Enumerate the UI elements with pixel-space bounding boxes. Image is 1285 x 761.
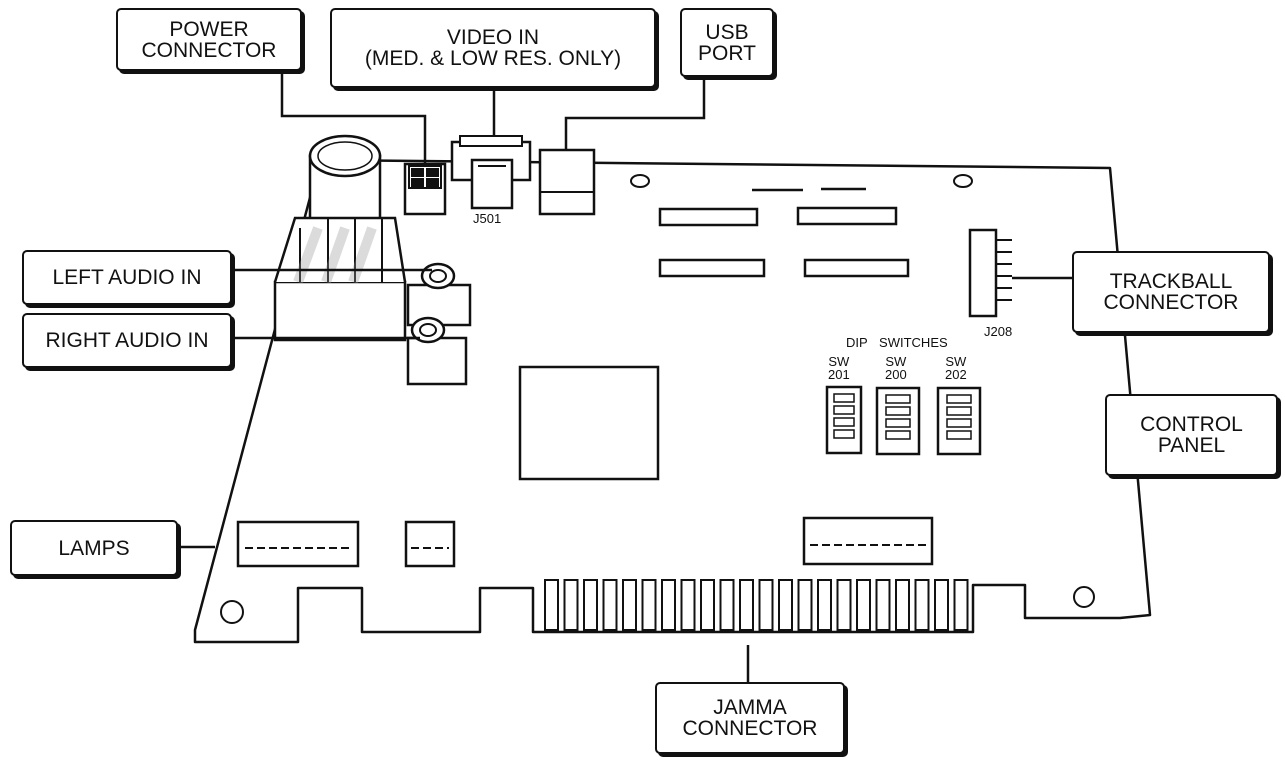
jamma-finger — [700, 579, 715, 631]
jamma-finger — [544, 579, 559, 631]
mounting-hole — [630, 174, 650, 188]
jamma-finger — [739, 579, 754, 631]
jamma-finger — [661, 579, 676, 631]
lamp-connector-large — [236, 520, 360, 568]
jamma-finger — [934, 579, 949, 631]
jamma-finger — [856, 579, 871, 631]
control-panel-connector — [802, 516, 934, 566]
left-audio-in-label: LEFT AUDIO IN — [22, 250, 232, 305]
dip-switch-201 — [825, 385, 863, 455]
power-connector-part — [403, 162, 447, 216]
jamma-finger — [836, 579, 852, 631]
mounting-hole — [953, 174, 973, 188]
video-connector-part — [450, 135, 532, 210]
jamma-finger — [875, 579, 891, 631]
trackball-connector-part — [968, 228, 1012, 318]
header-strips — [658, 187, 910, 278]
jamma-finger — [895, 579, 910, 631]
jamma-finger — [778, 579, 793, 631]
mounting-hole — [220, 600, 244, 624]
jamma-finger — [622, 579, 637, 631]
dip-switch-200 — [875, 386, 921, 456]
dip-switch-202 — [936, 386, 982, 456]
jamma-finger — [602, 579, 618, 631]
heat-sink — [273, 216, 407, 342]
jamma-finger — [563, 579, 579, 631]
right-audio-in-label: RIGHT AUDIO IN — [22, 313, 232, 368]
main-chip — [518, 365, 660, 481]
j208-silkscreen: J208 — [984, 324, 1013, 339]
leader-lines — [178, 71, 1072, 682]
jamma-finger — [641, 579, 657, 631]
lamp-connector-small — [404, 520, 456, 568]
dip-switches-silkscreen: DIP SWITCHES — [846, 335, 948, 350]
jamma-finger — [797, 579, 813, 631]
j501-silkscreen: J501 — [473, 211, 502, 226]
audio-jack-right — [406, 316, 468, 386]
lamps-label: LAMPS — [10, 520, 178, 576]
jamma-finger — [583, 579, 598, 631]
jamma-finger — [758, 579, 774, 631]
video-in-label: VIDEO IN(MED. & LOW RES. ONLY) — [330, 8, 656, 88]
usb-port-part — [538, 148, 596, 216]
mounting-hole — [1073, 586, 1095, 608]
jamma-edge-fingers — [544, 579, 969, 631]
jamma-finger — [680, 579, 696, 631]
jamma-finger — [953, 579, 969, 631]
audio-jack-left — [406, 262, 472, 327]
jamma-finger — [914, 579, 930, 631]
jamma-finger — [719, 579, 735, 631]
jamma-finger — [817, 579, 832, 631]
